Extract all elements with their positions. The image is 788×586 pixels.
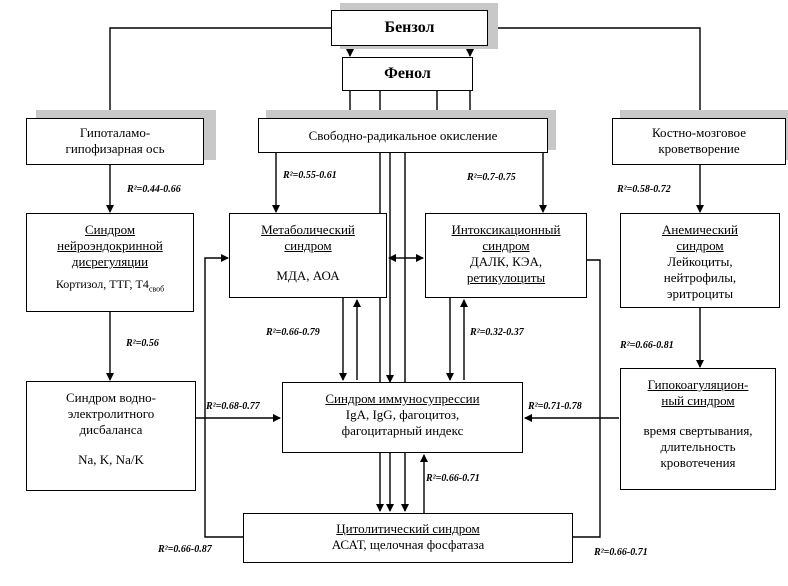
fenol-label: Фенол xyxy=(384,65,431,82)
immunosuppression-syndrome-box: Синдром иммуносупрессии IgA, IgG, фагоци… xyxy=(282,382,523,453)
hypo-line-1: Гипоталамо- xyxy=(79,125,151,140)
cyto-title: Цитолитический синдром xyxy=(336,521,480,536)
water-title-1: Синдром водно- xyxy=(65,390,156,405)
anem-detail-1: Лейкоциты, xyxy=(667,254,733,269)
immuno-detail-1: IgA, IgG, фагоцитоз, xyxy=(345,407,460,422)
hypocoag-detail-1: время свертывания, xyxy=(643,423,753,438)
label-r10: R²=0.71-0.78 xyxy=(528,401,582,412)
sro-label: Свободно-радикальное окисление xyxy=(308,128,498,143)
label-r6: R²=0.32-0.37 xyxy=(470,327,524,338)
label-r7: R²=0.56 xyxy=(126,338,159,349)
benzol-label: Бензол xyxy=(384,19,435,36)
bone-marrow-box: Костно-мозговое кроветворение xyxy=(612,118,786,165)
anem-detail-3: эритроциты xyxy=(666,286,734,301)
hypocoag-detail-2: длительность xyxy=(660,439,736,454)
intox-title-2: синдром xyxy=(482,238,530,253)
intoxication-syndrome-box: Интоксикационный синдром ДАЛК, КЭА, рети… xyxy=(425,213,587,298)
label-r2: R²=0.55-0.61 xyxy=(283,170,337,181)
bone-line-1: Костно-мозговое xyxy=(652,125,746,140)
bone-line-2: кроветворение xyxy=(658,141,740,156)
metabolic-syndrome-box: Метаболический синдром МДА, АОА xyxy=(229,213,387,298)
label-r9: R²=0.68-0.77 xyxy=(206,401,260,412)
cyto-detail: АСАТ, щелочная фосфатаза xyxy=(331,537,485,552)
hypocoag-title-1: Гипокоагуляцион- xyxy=(647,377,749,392)
neuro-detail-text: Кортизол, ТТГ, Т4 xyxy=(55,277,149,291)
water-detail: Na, K, Na/K xyxy=(78,452,144,467)
metab-title-1: Метаболический xyxy=(261,222,355,237)
neuro-title-3: дисрегуляции xyxy=(71,254,149,269)
cytolytic-syndrome-box: Цитолитический синдром АСАТ, щелочная фо… xyxy=(243,513,573,563)
hypocoagulation-syndrome-box: Гипокоагуляцион- ный синдром время сверт… xyxy=(620,368,776,490)
anem-title-1: Анемический xyxy=(662,222,738,237)
label-r11: R²=0.66-0.71 xyxy=(426,473,480,484)
intox-detail-1: ДАЛК, КЭА, xyxy=(469,254,543,269)
water-electrolyte-syndrome-box: Синдром водно- электролитного дисбаланса… xyxy=(26,381,196,491)
label-r1: R²=0.44-0.66 xyxy=(127,184,181,195)
neuro-title-2: нейроэндокринной xyxy=(57,238,163,253)
neuroendocrine-syndrome-box: Синдром нейроэндокринной дисрегуляции Ко… xyxy=(26,213,194,312)
arrow-benzol-to-hypo xyxy=(106,27,331,118)
arrow-cyto-to-metab xyxy=(204,254,243,538)
free-radical-oxidation-box: Свободно-радикальное окисление xyxy=(258,118,548,153)
water-title-3: дисбаланса xyxy=(79,422,143,437)
label-r4: R²=0.58-0.72 xyxy=(617,184,671,195)
arrow-benzol-to-bone xyxy=(488,27,704,118)
water-title-2: электролитного xyxy=(67,406,155,421)
arrow-cyto-to-intox xyxy=(573,256,601,538)
neuro-detail-sub: своб xyxy=(148,284,165,294)
benzol-box: Бензол xyxy=(331,10,488,46)
immuno-detail-2: фагоцитарный индекс xyxy=(341,423,464,438)
intox-title-1: Интоксикационный xyxy=(451,222,561,237)
anem-title-2: синдром xyxy=(676,238,724,253)
neuro-title-1: Синдром xyxy=(84,222,136,237)
label-r8: R²=0.66-0.81 xyxy=(620,340,674,351)
anemic-syndrome-box: Анемический синдром Лейкоциты, нейтрофил… xyxy=(620,213,780,308)
metab-detail: МДА, АОА xyxy=(276,268,340,283)
immuno-title: Синдром иммуносупрессии xyxy=(325,391,480,406)
metab-title-2: синдром xyxy=(284,238,332,253)
neuro-detail: Кортизол, ТТГ, Т4своб xyxy=(27,276,193,297)
label-r3: R²=0.7-0.75 xyxy=(467,172,516,183)
label-r12: R²=0.66-0.87 xyxy=(158,544,212,555)
fenol-box: Фенол xyxy=(342,57,473,91)
hypo-line-2: гипофизарная ось xyxy=(65,141,165,156)
anem-detail-2: нейтрофилы, xyxy=(663,270,737,285)
intox-detail-2: ретикулоциты xyxy=(466,270,546,285)
hypothalamic-pituitary-box: Гипоталамо- гипофизарная ось xyxy=(26,118,204,165)
hypocoag-detail-3: кровотечения xyxy=(660,455,736,470)
label-r13: R²=0.66-0.71 xyxy=(594,547,648,558)
label-r5: R²=0.66-0.79 xyxy=(266,327,320,338)
hypocoag-title-2: ный синдром xyxy=(661,393,735,408)
